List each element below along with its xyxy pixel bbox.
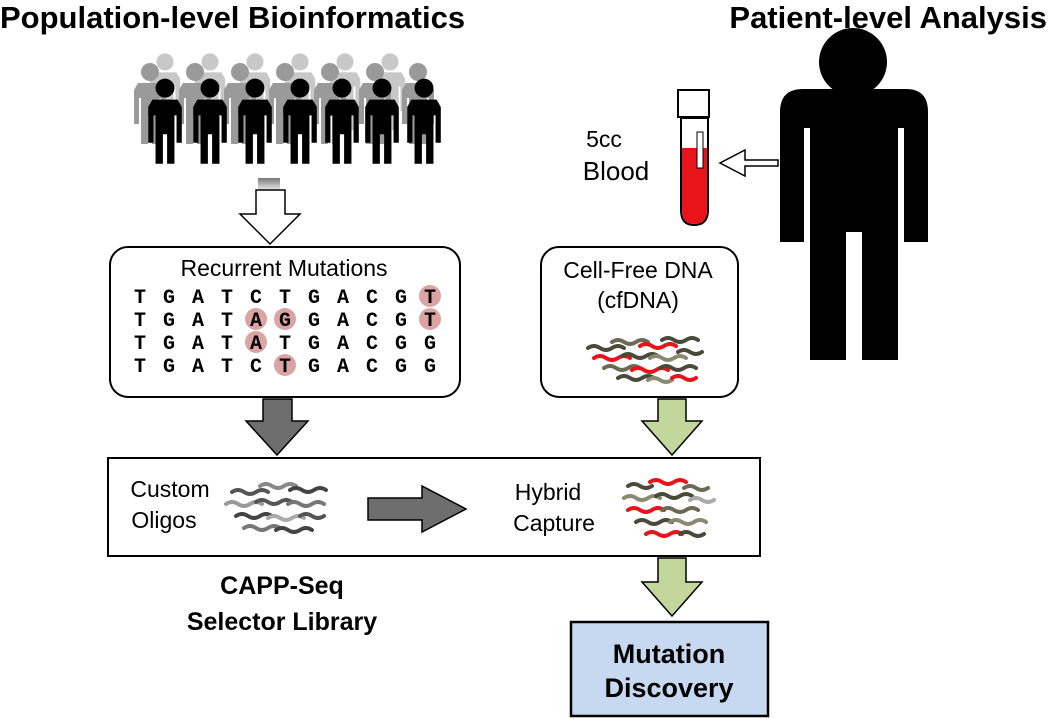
cfdna-box	[540, 246, 739, 398]
base-letter: T	[279, 287, 291, 310]
custom-oligos-line1: Custom	[130, 476, 209, 502]
base-letter: A	[192, 333, 204, 356]
base-letter: G	[279, 310, 291, 333]
base-letter: T	[134, 287, 146, 310]
fade-bar	[258, 178, 280, 192]
base-letter: G	[308, 356, 320, 379]
recurrent-mutations-title: Recurrent Mutations	[180, 255, 387, 281]
base-letter: G	[163, 287, 175, 310]
mutation-highlights	[245, 285, 441, 376]
base-letter: C	[250, 356, 262, 379]
base-letter: G	[308, 287, 320, 310]
base-letter: C	[250, 287, 262, 310]
base-letter: T	[134, 356, 146, 379]
base-letter: A	[250, 310, 262, 333]
left-arrow-white	[718, 148, 779, 178]
base-letter: A	[192, 287, 204, 310]
right-arrow-grey	[367, 484, 468, 534]
base-letter: T	[279, 356, 291, 379]
patient-figure-icon	[780, 28, 928, 360]
cfdna-strands-icon	[586, 336, 704, 384]
hybrid-capture-icon	[622, 478, 716, 538]
base-letter: T	[424, 287, 436, 310]
base-letter: A	[337, 310, 349, 333]
base-letter: G	[424, 333, 436, 356]
base-letter: T	[221, 287, 233, 310]
library-label-line2: Selector Library	[187, 608, 377, 636]
discovery-line2: Discovery	[604, 673, 733, 703]
base-letter: T	[221, 333, 233, 356]
blood-label: Blood	[583, 156, 650, 186]
down-arrow-green-1	[640, 398, 704, 457]
mutation-highlight	[419, 308, 441, 330]
base-letter: C	[366, 310, 378, 333]
base-letter: A	[250, 333, 262, 356]
base-letter: C	[366, 287, 378, 310]
base-letter: C	[366, 333, 378, 356]
cfdna-title-line2: (cfDNA)	[597, 287, 679, 313]
base-letter: A	[337, 287, 349, 310]
blood-volume-label: 5cc	[586, 126, 622, 152]
base-letter: A	[192, 356, 204, 379]
mutation-highlight	[274, 308, 296, 330]
base-letter: C	[366, 356, 378, 379]
down-arrow-white	[238, 189, 302, 246]
down-arrow-grey	[244, 398, 310, 457]
base-letter: A	[337, 333, 349, 356]
base-letter: G	[308, 310, 320, 333]
population-crowd-icon	[134, 53, 441, 164]
base-letter: G	[163, 333, 175, 356]
base-letter: A	[337, 356, 349, 379]
base-letter: T	[279, 333, 291, 356]
base-letter: G	[395, 356, 407, 379]
base-letter: T	[221, 310, 233, 333]
base-letter: G	[395, 310, 407, 333]
mutation-highlight	[245, 308, 267, 330]
mutation-discovery-box	[569, 620, 770, 718]
header-patient: Patient-level Analysis	[729, 0, 1047, 35]
mutation-highlight	[245, 331, 267, 353]
base-letter: T	[134, 310, 146, 333]
base-letter: T	[134, 333, 146, 356]
base-letter: T	[221, 356, 233, 379]
base-letter: T	[424, 310, 436, 333]
discovery-line1: Mutation	[613, 639, 725, 669]
base-letter: G	[163, 310, 175, 333]
base-letter: A	[192, 310, 204, 333]
base-letter: G	[395, 333, 407, 356]
library-label-line1: CAPP-Seq	[220, 572, 344, 600]
cfdna-title-line1: Cell-Free DNA	[563, 257, 713, 283]
base-letter: G	[424, 356, 436, 379]
hybrid-capture-line2: Capture	[513, 510, 595, 536]
down-arrow-green-2	[640, 557, 704, 618]
base-letter: G	[163, 356, 175, 379]
hybrid-capture-line1: Hybrid	[515, 479, 581, 505]
base-letter: G	[395, 287, 407, 310]
custom-oligos-icon	[224, 482, 328, 534]
base-letter: G	[308, 333, 320, 356]
blood-tube-icon	[677, 89, 710, 227]
mutation-highlight	[274, 354, 296, 376]
mutation-highlight	[419, 285, 441, 307]
custom-oligos-line2: Oligos	[131, 507, 196, 533]
header-population: Population-level Bioinformatics	[0, 0, 465, 35]
